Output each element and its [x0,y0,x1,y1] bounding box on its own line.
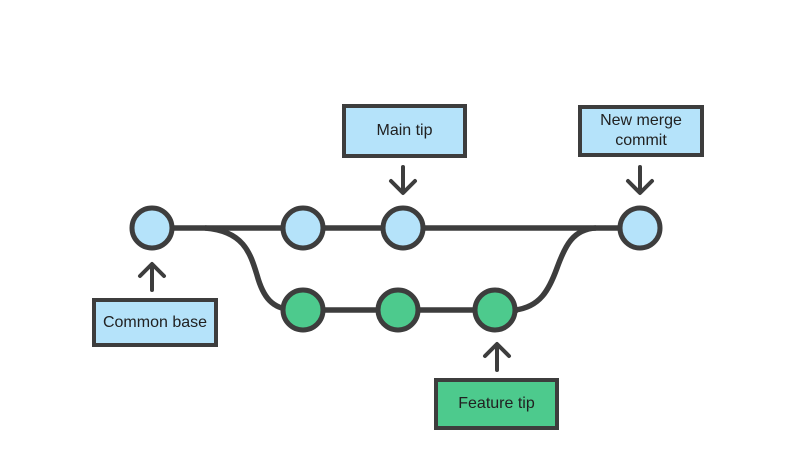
new-merge-arrow-down-icon [626,165,654,195]
common-base-label: Common base [92,298,218,347]
commit-node-common-base [129,205,175,251]
main-tip-label: Main tip [342,104,467,158]
commit-node-new-merge [617,205,663,251]
commit-node-main-2 [280,205,326,251]
common-base-arrow-up-icon [138,262,166,292]
feature-tip-label-text: Feature tip [458,395,535,412]
commit-node-feature-1 [280,287,326,333]
commit-node-main-tip [380,205,426,251]
feature-tip-arrow-up-icon [483,342,511,372]
new-merge-commit-label: New merge commit [578,105,704,157]
new-merge-commit-label-text: New merge commit [600,112,682,149]
common-base-label-text: Common base [102,313,208,331]
commit-node-feature-tip [472,287,518,333]
main-tip-arrow-down-icon [389,165,417,195]
branch-out-curve [204,225,294,313]
feature-tip-label: Feature tip [434,378,559,430]
main-tip-label-text: Main tip [376,122,433,139]
commit-node-feature-2 [375,287,421,333]
merge-in-curve [514,225,597,313]
